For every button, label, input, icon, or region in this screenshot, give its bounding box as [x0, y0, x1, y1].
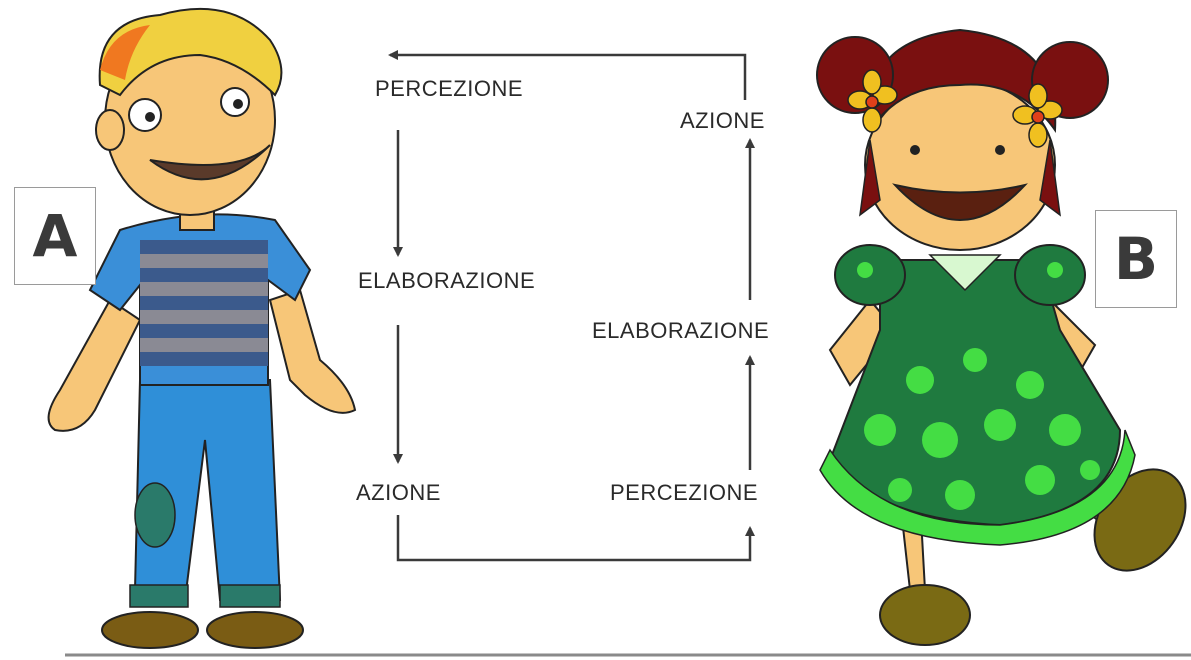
label-b-perception: PERCEZIONE [610, 480, 759, 505]
arrow-a-action-to-b-perception [396, 515, 755, 562]
cycle-arrows [388, 50, 755, 562]
badge-a: A [14, 187, 96, 285]
label-b-elaboration: ELABORAZIONE [592, 318, 770, 343]
label-a-perception: PERCEZIONE [375, 76, 524, 101]
label-a-action: AZIONE [356, 480, 441, 505]
boy-figure [47, 7, 357, 649]
badge-b: B [1095, 210, 1177, 308]
label-a-elaboration: ELABORAZIONE [358, 268, 536, 293]
label-b-action: AZIONE [680, 108, 765, 133]
girl-figure [816, 28, 1187, 646]
arrow-b-action-to-a-perception [388, 50, 747, 100]
